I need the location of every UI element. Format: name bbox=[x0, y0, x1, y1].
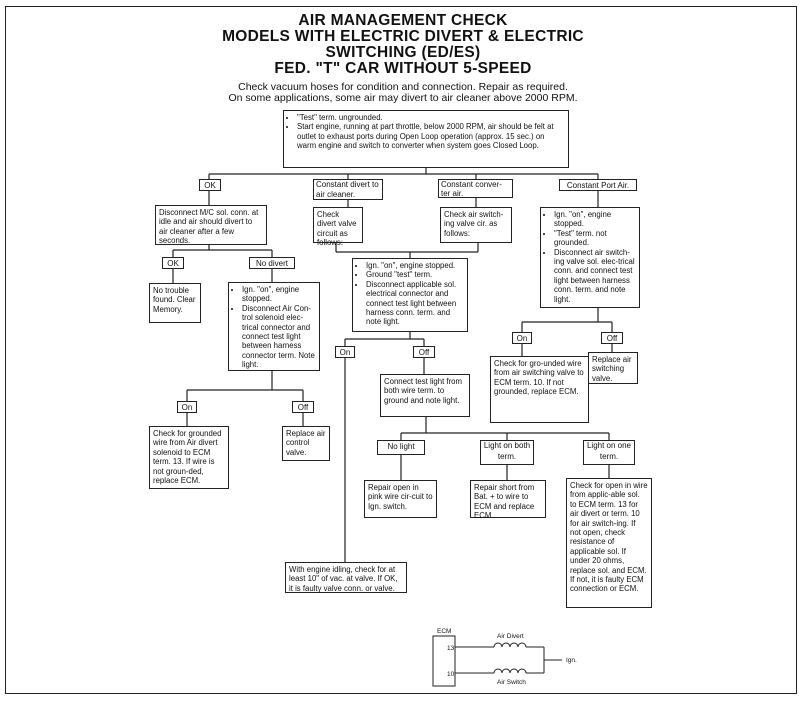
label-constant-divert: Constant divert to air cleaner. bbox=[313, 179, 383, 200]
connect-test-light-box: Connect test light from both wire term. … bbox=[380, 374, 470, 417]
label-light-one: Light on one term. bbox=[583, 440, 635, 465]
title-line-3: SWITCHING (ED/ES) bbox=[325, 44, 481, 61]
air-switch-label: Air Switch bbox=[497, 679, 526, 686]
label-constant-port: Constant Port Air. bbox=[559, 179, 637, 191]
check-switching-box: Check air switch-ing valve cir. as follo… bbox=[440, 207, 512, 243]
port-air-bullet-3: Disconnect air switch-ing valve sol. ele… bbox=[554, 248, 636, 304]
ign-label: Ign. bbox=[566, 657, 577, 664]
ign-mid-bullet-2: Ground "test" term. bbox=[366, 270, 464, 279]
repair-open-box: Repair open in pink wire cir-cuit to Ign… bbox=[364, 480, 437, 518]
title-line-2: MODELS WITH ELECTRIC DIVERT & ELECTRIC bbox=[222, 28, 584, 45]
ign-on-left-box: Ign. "on", engine stopped. Disconnect Ai… bbox=[228, 282, 320, 371]
label-on-mid: On bbox=[335, 346, 355, 358]
label-light-both: Light on both term. bbox=[480, 440, 534, 465]
term-13-label: 13 bbox=[447, 645, 455, 652]
label-no-light: No light bbox=[377, 440, 425, 455]
replace-switching-box: Replace air switching valve. bbox=[588, 352, 638, 384]
start-bullet-2: Start engine, running at part throttle, … bbox=[297, 122, 565, 150]
label-ok: OK bbox=[199, 179, 221, 191]
subtitle-line-2: On some applications, some air may diver… bbox=[228, 92, 578, 104]
ign-left-bullet-1: Ign. "on", engine stopped. bbox=[242, 285, 316, 304]
ign-left-bullet-2: Disconnect Air Con-trol solenoid elec-tr… bbox=[242, 304, 316, 370]
engine-idling-box: With engine idling, check for at least 1… bbox=[285, 562, 407, 593]
label-on-right: On bbox=[512, 332, 532, 344]
start-bullet-1: "Test" term. ungrounded. bbox=[297, 113, 565, 122]
repair-short-box: Repair short from Bat. + to wire to ECM … bbox=[470, 480, 546, 520]
start-step-box: "Test" term. ungrounded. Start engine, r… bbox=[283, 110, 569, 168]
air-divert-label: Air Divert bbox=[497, 633, 524, 640]
label-on-left: On bbox=[177, 401, 197, 413]
label-ok-2: OK bbox=[162, 257, 184, 269]
port-air-steps-box: Ign. "on", engine stopped. "Test" term. … bbox=[540, 207, 640, 308]
term-10-label: 10 bbox=[447, 671, 455, 678]
ign-mid-bullet-1: Ign. "on", engine stopped. bbox=[366, 261, 464, 270]
label-off-mid: Off bbox=[413, 346, 435, 358]
ign-mid-bullet-3: Disconnect applicable sol. electrical co… bbox=[366, 280, 464, 327]
ecm-schematic bbox=[432, 635, 562, 687]
label-off-right: Off bbox=[601, 332, 623, 344]
ign-on-mid-box: Ign. "on", engine stopped. Ground "test"… bbox=[352, 258, 468, 332]
check-grounded-left-box: Check for grounded wire from Air divert … bbox=[149, 426, 229, 489]
port-air-bullet-1: Ign. "on", engine stopped. bbox=[554, 210, 636, 229]
check-grounded-right-box: Check for gro-unded wire from air switch… bbox=[490, 356, 589, 423]
no-trouble-box: No trouble found. Clear Memory. bbox=[149, 283, 201, 323]
port-air-bullet-2: "Test" term. not grounded. bbox=[554, 229, 636, 248]
check-divert-box: Check divert valve circuit as follows: bbox=[313, 207, 363, 247]
title-line-1: AIR MANAGEMENT CHECK bbox=[298, 12, 508, 29]
label-off-left: Off bbox=[292, 401, 314, 413]
replace-control-box: Replace air control valve. bbox=[282, 426, 330, 461]
subtitle-line-1: Check vacuum hoses for condition and con… bbox=[238, 81, 568, 93]
label-constant-converter: Constant conver-ter air. bbox=[438, 179, 513, 198]
disconnect-mc-box: Disconnect M/C sol. conn. at idle and ai… bbox=[155, 205, 267, 245]
diagram-frame bbox=[5, 6, 797, 694]
ecm-label: ECM bbox=[437, 628, 451, 635]
label-no-divert: No divert bbox=[249, 257, 295, 269]
check-open-box: Check for open in wire from applic-able … bbox=[566, 478, 652, 608]
title-line-4: FED. "T" CAR WITHOUT 5-SPEED bbox=[274, 60, 532, 77]
